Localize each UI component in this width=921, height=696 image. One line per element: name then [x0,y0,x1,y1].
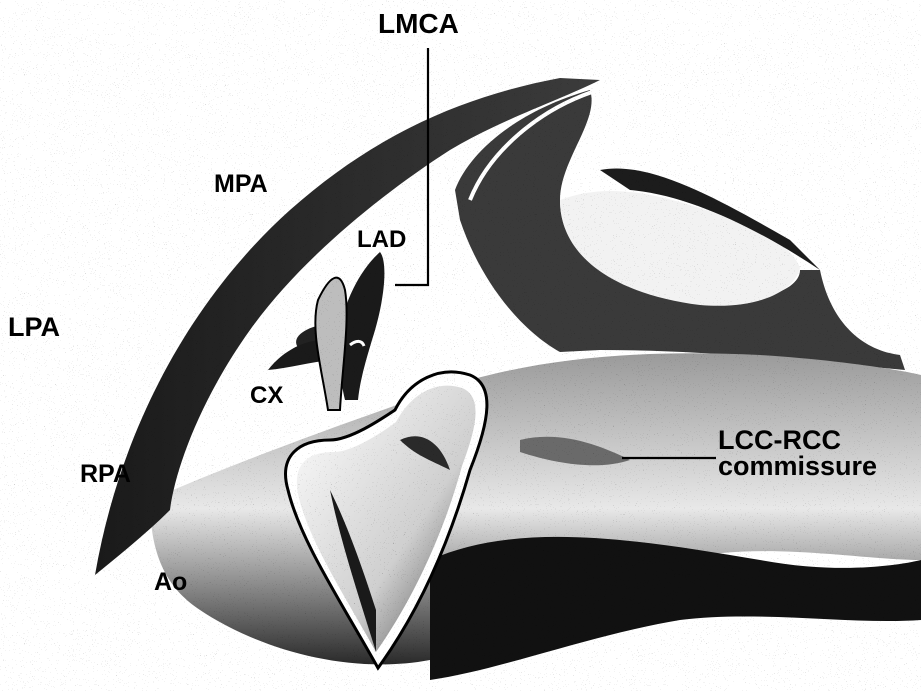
lmca-label: LMCA [378,10,459,38]
commissure-label-line1: LCC-RCC [718,428,877,454]
cx-label: CX [250,384,283,408]
rpa-label: RPA [80,462,131,487]
ao-label: Ao [154,570,187,595]
commissure-label: LCC-RCC commissure [718,428,877,479]
lpa-label: LPA [8,314,60,341]
commissure-label-line2: commissure [718,454,877,480]
lad-label: LAD [357,228,406,252]
mpa-label: MPA [214,172,268,197]
